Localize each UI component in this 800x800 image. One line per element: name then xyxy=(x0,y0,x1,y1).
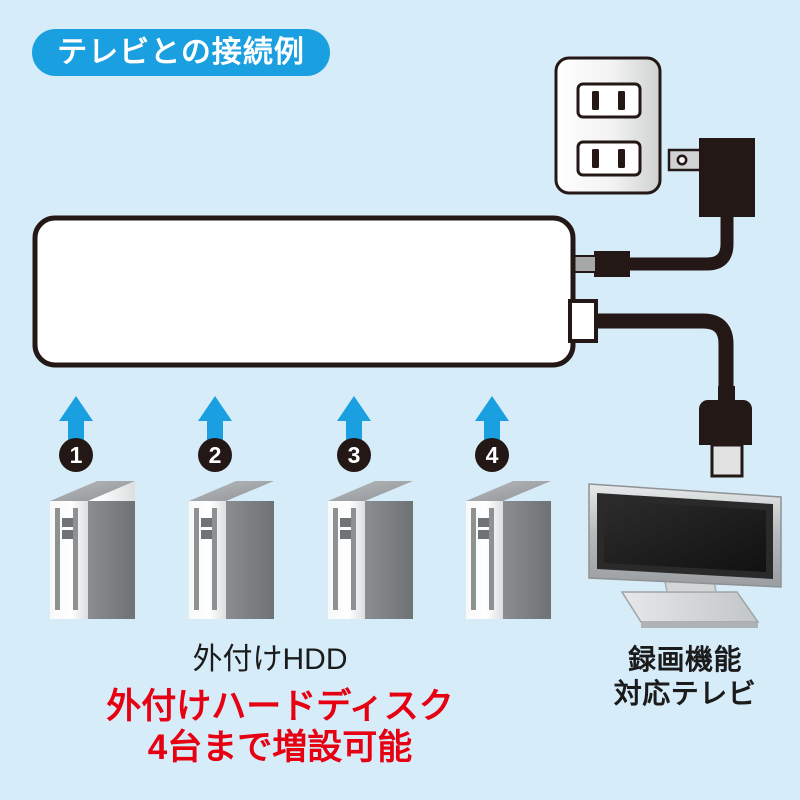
power-cable xyxy=(617,217,734,271)
port-number-1: 1 xyxy=(59,438,93,472)
hdd-caption: 外付けHDD xyxy=(192,643,348,676)
tv-caption-line2: 対応テレビ xyxy=(613,678,757,710)
usb-hub-device xyxy=(32,215,576,368)
wall-outlet-icon xyxy=(554,56,662,195)
port-number-2-label: 2 xyxy=(208,441,222,468)
port-number-1-label: 1 xyxy=(69,441,83,468)
arrow-up-2 xyxy=(198,396,232,440)
ac-adapter-icon xyxy=(667,138,755,217)
arrow-up-3 xyxy=(337,396,371,440)
arrow-up-1 xyxy=(59,396,93,440)
television-icon xyxy=(588,483,782,628)
tv-caption: 録画機能 対応テレビ xyxy=(575,643,795,711)
promo-text: 外付けハードディスク 4台まで増設可能 xyxy=(40,686,520,769)
title-badge: テレビとの接続例 xyxy=(32,29,330,76)
external-hdd-3 xyxy=(328,481,413,619)
arrow-up-4 xyxy=(475,396,509,440)
promo-line-2: 4台まで増設可能 xyxy=(147,728,413,768)
usb-cable xyxy=(594,313,734,396)
tv-caption-line1: 録画機能 xyxy=(627,644,742,675)
port-number-3-label: 3 xyxy=(347,441,361,468)
external-hdd-2 xyxy=(189,481,274,619)
external-hdd-1 xyxy=(50,481,135,619)
hub-usb-port xyxy=(568,299,598,343)
port-number-4: 4 xyxy=(475,438,509,472)
title-badge-label: テレビとの接続例 xyxy=(57,35,305,69)
dc-plug-connector xyxy=(572,251,630,277)
port-number-3: 3 xyxy=(337,438,371,472)
connection-arrows xyxy=(59,396,509,440)
usb-a-connector-icon xyxy=(699,386,752,478)
promo-line-1: 外付けハードディスク xyxy=(106,687,454,726)
port-number-4-label: 4 xyxy=(485,441,499,468)
port-number-2: 2 xyxy=(198,438,232,472)
external-hdd-4 xyxy=(466,481,551,619)
